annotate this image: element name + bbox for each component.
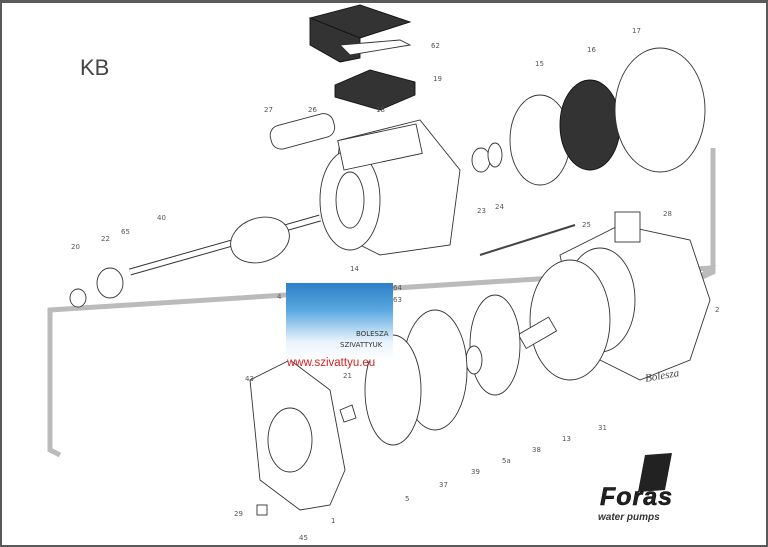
- label-43: 43: [245, 375, 254, 383]
- label-17: 17: [632, 27, 641, 35]
- website-link[interactable]: www.szivattyu.eu: [287, 357, 376, 369]
- label-63: 63: [393, 296, 402, 304]
- label-31: 31: [598, 424, 607, 432]
- label-37: 37: [439, 481, 448, 489]
- label-2: 2: [715, 306, 719, 314]
- label-29: 29: [234, 510, 243, 518]
- label-24: 24: [495, 203, 504, 211]
- label-38: 38: [532, 446, 541, 454]
- label-4: 4: [277, 293, 282, 301]
- front-cover-port: [267, 407, 313, 473]
- label-13: 13: [562, 435, 571, 443]
- label-28: 28: [663, 210, 672, 218]
- label-25: 25: [582, 221, 591, 229]
- mechanical-seal: [517, 316, 558, 350]
- spring-washer: [487, 142, 503, 168]
- bearing: [96, 267, 124, 299]
- brand-tagline: water pumps: [598, 512, 660, 523]
- label-62: 62: [431, 42, 440, 50]
- o-ring: [465, 345, 483, 375]
- bearing-rear: [471, 147, 491, 173]
- label-5: 5: [405, 495, 409, 503]
- label-40: 40: [157, 214, 166, 222]
- cap: [69, 288, 87, 308]
- label-21: 21: [343, 372, 352, 380]
- label-1: 1: [331, 517, 335, 525]
- label-22: 22: [101, 235, 110, 243]
- label-65: 65: [121, 228, 130, 236]
- label-64: 64: [393, 284, 402, 292]
- terminal-box: [334, 69, 416, 111]
- nut: [339, 404, 357, 423]
- label-16: 16: [587, 46, 596, 54]
- promo-line-2: SZIVATTYUK: [340, 341, 383, 349]
- fan-cover: [614, 47, 706, 173]
- brand-logo: Foras: [600, 483, 674, 512]
- label-19: 19: [433, 75, 442, 83]
- end-shield: [509, 94, 571, 186]
- tie-rod: [479, 224, 576, 256]
- pump-gasket: [529, 259, 611, 381]
- label-26: 26: [308, 106, 317, 114]
- label-5a: 5a: [502, 457, 511, 465]
- rotor-shaft: [129, 214, 321, 276]
- drain-plug: [256, 504, 268, 516]
- label-14: 14: [350, 265, 359, 273]
- assembly-path: [47, 148, 717, 458]
- label-15: 15: [535, 60, 544, 68]
- label-39: 39: [471, 468, 480, 476]
- terminal-cover: [308, 4, 412, 63]
- foras-logo-icon: [638, 453, 672, 492]
- capacitor: [269, 113, 336, 150]
- label-20: 20: [71, 243, 80, 251]
- motor-stator: [319, 119, 461, 256]
- model-title: KB: [80, 55, 110, 80]
- front-plate: [364, 334, 422, 446]
- impeller: [469, 294, 521, 396]
- label-45: 45: [299, 534, 308, 542]
- promo-line-1: BOLESZA: [356, 330, 389, 338]
- label-27: 27: [264, 106, 273, 114]
- fan: [559, 79, 621, 171]
- label-18: 18: [376, 106, 385, 114]
- label-23: 23: [477, 207, 486, 215]
- promo-image: [286, 283, 393, 361]
